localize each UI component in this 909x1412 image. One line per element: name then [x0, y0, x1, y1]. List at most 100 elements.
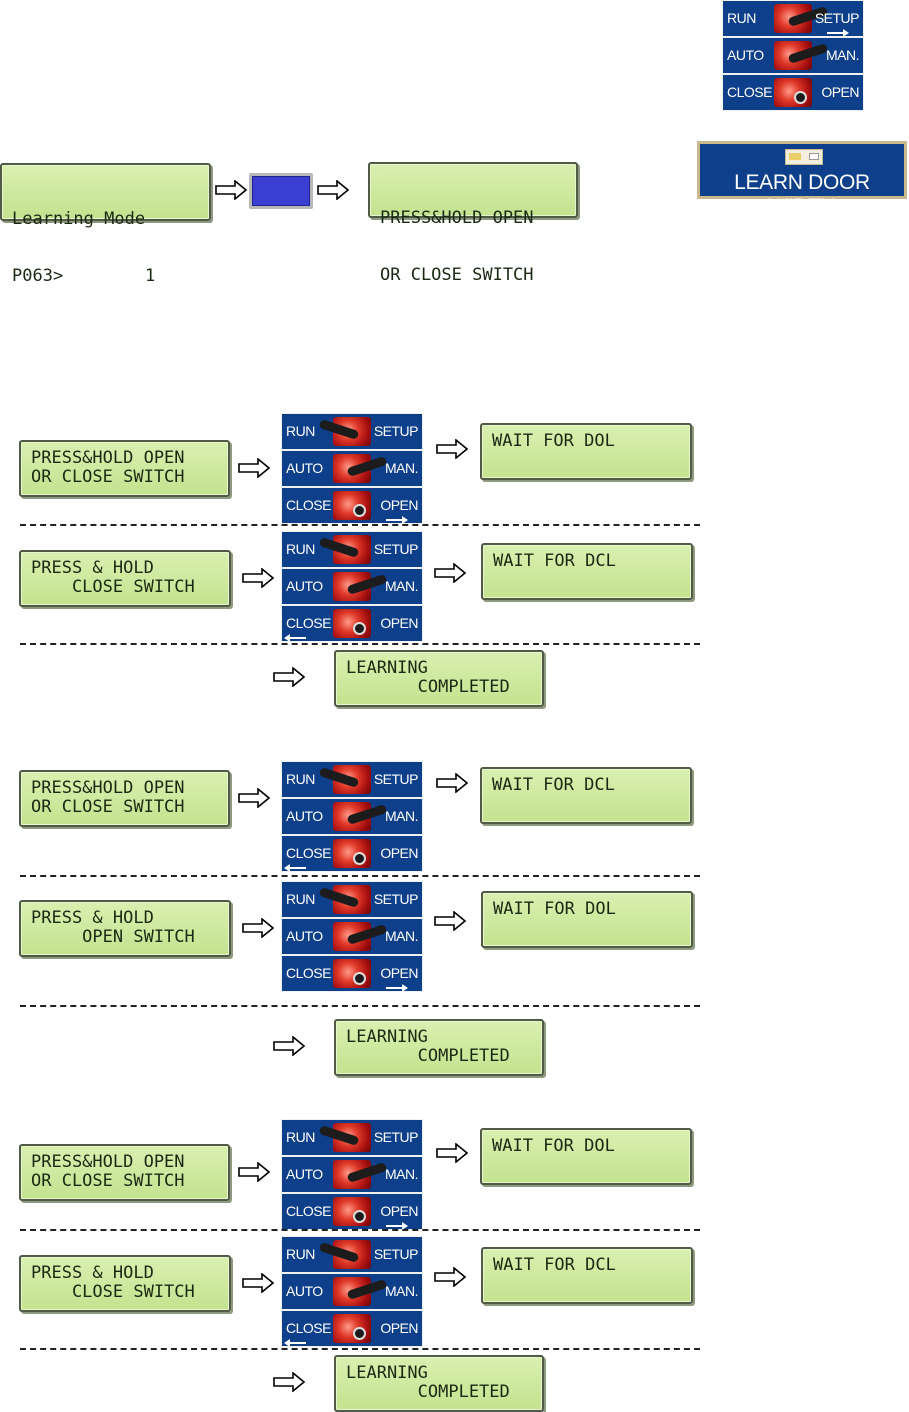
toggle-switch-icon[interactable] — [318, 885, 371, 914]
lcd-line: WAIT FOR DOL — [492, 432, 615, 451]
direction-arrow-icon — [386, 516, 408, 524]
switch-lever-icon — [318, 537, 360, 558]
switch-lever-icon — [346, 804, 388, 825]
lcd-line: COMPLETED — [346, 1047, 510, 1066]
toggle-switch-icon[interactable] — [774, 78, 812, 107]
arrow-right-icon — [434, 911, 466, 931]
direction-arrow-icon — [284, 864, 306, 872]
switch-right-label: OPEN — [380, 497, 418, 513]
switch-right-label: OPEN — [380, 1203, 418, 1219]
direction-arrow-icon — [284, 634, 306, 642]
toggle-switch-icon[interactable] — [318, 1240, 371, 1269]
separator-line — [20, 875, 700, 877]
arrow-right-icon — [273, 667, 305, 687]
switch-lever-icon — [346, 1162, 388, 1183]
switch-knob-icon — [353, 1327, 366, 1340]
lcd-line: COMPLETED — [346, 678, 510, 697]
toggle-switch-icon[interactable] — [333, 454, 388, 483]
switch-row: AUTO MAN. — [282, 451, 422, 486]
switch-right-label: OPEN — [380, 615, 418, 631]
switch-right-label: SETUP — [373, 771, 419, 787]
toggle-switch-icon[interactable] — [333, 922, 388, 951]
door-light-icon — [785, 149, 823, 165]
toggle-switch-icon[interactable] — [318, 417, 371, 446]
lcd-step1-result: WAIT FOR DOL — [480, 423, 692, 480]
lcd-line: PRESS & HOLD — [31, 1264, 154, 1283]
learn-door-width-button[interactable]: LEARN DOOR WIDTH — [697, 141, 907, 218]
switch-right-label: MAN. — [385, 460, 419, 476]
arrow-right-icon — [238, 458, 270, 478]
lcd-line: PRESS & HOLD — [31, 909, 154, 928]
toggle-switch-icon[interactable] — [333, 1314, 371, 1343]
lcd-learning-completed: LEARNING COMPLETED — [334, 650, 544, 707]
arrow-right-icon — [238, 788, 270, 808]
lcd-step2-prompt: PRESS & HOLD OPEN SWITCH — [19, 900, 231, 957]
lcd-line: Learning Mode — [12, 210, 146, 229]
switch-left-label: AUTO — [286, 928, 323, 944]
toggle-switch-icon[interactable] — [333, 1197, 371, 1226]
switch-left-label: CLOSE — [286, 845, 331, 861]
separator-line — [20, 643, 700, 645]
switch-knob-icon — [353, 504, 366, 517]
lcd-step2-result: WAIT FOR DCL — [481, 543, 693, 600]
separator-line — [20, 1348, 700, 1350]
toggle-switch-icon[interactable] — [318, 535, 371, 564]
toggle-switch-icon[interactable] — [333, 491, 371, 520]
lcd-line: WAIT FOR DCL — [493, 1256, 616, 1275]
lcd-line: PRESS&HOLD OPEN — [31, 779, 185, 798]
lcd-line: OR CLOSE SWITCH — [31, 1172, 185, 1191]
switch-right-label: OPEN — [380, 1320, 418, 1336]
direction-arrow-icon — [827, 29, 849, 37]
switch-row: AUTO MAN. — [282, 799, 422, 834]
switch-lever-icon — [318, 1125, 360, 1146]
switch-lever-icon — [346, 1279, 388, 1300]
toggle-switch-icon[interactable] — [318, 765, 371, 794]
arrow-right-icon — [317, 180, 349, 200]
switch-left-label: RUN — [286, 423, 315, 439]
direction-arrow-icon — [284, 1339, 306, 1347]
switch-left-label: AUTO — [727, 47, 764, 63]
lcd-line — [493, 919, 681, 938]
toggle-switch-icon[interactable] — [333, 802, 388, 831]
switch-left-label: AUTO — [286, 808, 323, 824]
enter-key-button[interactable] — [249, 173, 313, 209]
toggle-switch-icon[interactable] — [318, 1123, 371, 1152]
lcd-line: LEARNING — [346, 1364, 428, 1383]
switch-left-label: AUTO — [286, 460, 323, 476]
switch-left-label: RUN — [286, 771, 315, 787]
switch-knob-icon — [353, 972, 366, 985]
lcd-line: COMPLETED — [346, 1383, 510, 1402]
switch-right-label: OPEN — [380, 845, 418, 861]
arrow-right-icon — [436, 439, 468, 459]
lcd-line — [492, 795, 680, 814]
switch-right-label: MAN. — [385, 928, 419, 944]
switch-right-label: SETUP — [373, 1129, 419, 1145]
toggle-switch-icon[interactable] — [333, 572, 388, 601]
toggle-switch-icon[interactable] — [333, 959, 371, 988]
toggle-switch-icon[interactable] — [333, 1160, 388, 1189]
lcd-line: WAIT FOR DOL — [493, 900, 616, 919]
switch-right-label: SETUP — [373, 1246, 419, 1262]
toggle-switch-icon[interactable] — [333, 609, 371, 638]
lcd-learning-completed: LEARNING COMPLETED — [334, 1019, 544, 1076]
learn-door-width-label: LEARN DOOR WIDTH — [734, 171, 870, 218]
lcd-line — [492, 1156, 680, 1175]
switch-row: RUN SETUP — [282, 762, 422, 797]
lcd-line: PRESS & HOLD — [31, 559, 154, 578]
toggle-switch-icon[interactable] — [774, 41, 829, 70]
switch-knob-icon — [794, 91, 807, 104]
lcd-step1-result: WAIT FOR DCL — [480, 767, 692, 824]
lcd-step2-prompt: PRESS & HOLD CLOSE SWITCH — [19, 1255, 231, 1312]
toggle-switch-icon[interactable] — [774, 4, 829, 33]
toggle-switch-icon[interactable] — [333, 839, 371, 868]
switch-right-label: MAN. — [385, 808, 419, 824]
toggle-switch-icon[interactable] — [333, 1277, 388, 1306]
